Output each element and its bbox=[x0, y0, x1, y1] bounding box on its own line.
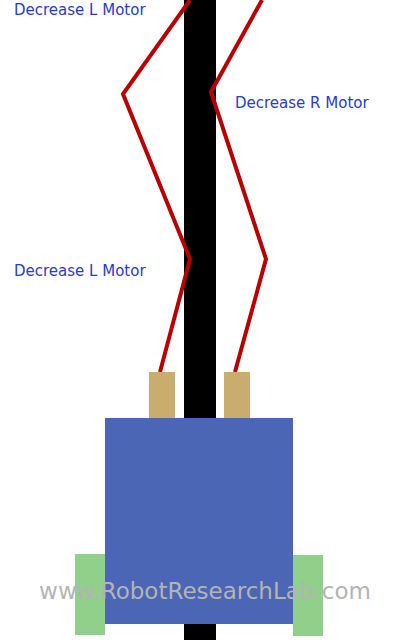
motor-note: Decrease L Motor bbox=[14, 1, 146, 19]
right-sensor bbox=[224, 372, 250, 420]
watermark: www.RobotResearchLab.com bbox=[39, 578, 371, 606]
right-sensor-path bbox=[211, 0, 266, 372]
left-sensor bbox=[149, 372, 175, 420]
left-sensor-path bbox=[123, 0, 190, 372]
motor-note: Decrease R Motor bbox=[235, 94, 369, 112]
motor-note: Decrease L Motor bbox=[14, 262, 146, 280]
